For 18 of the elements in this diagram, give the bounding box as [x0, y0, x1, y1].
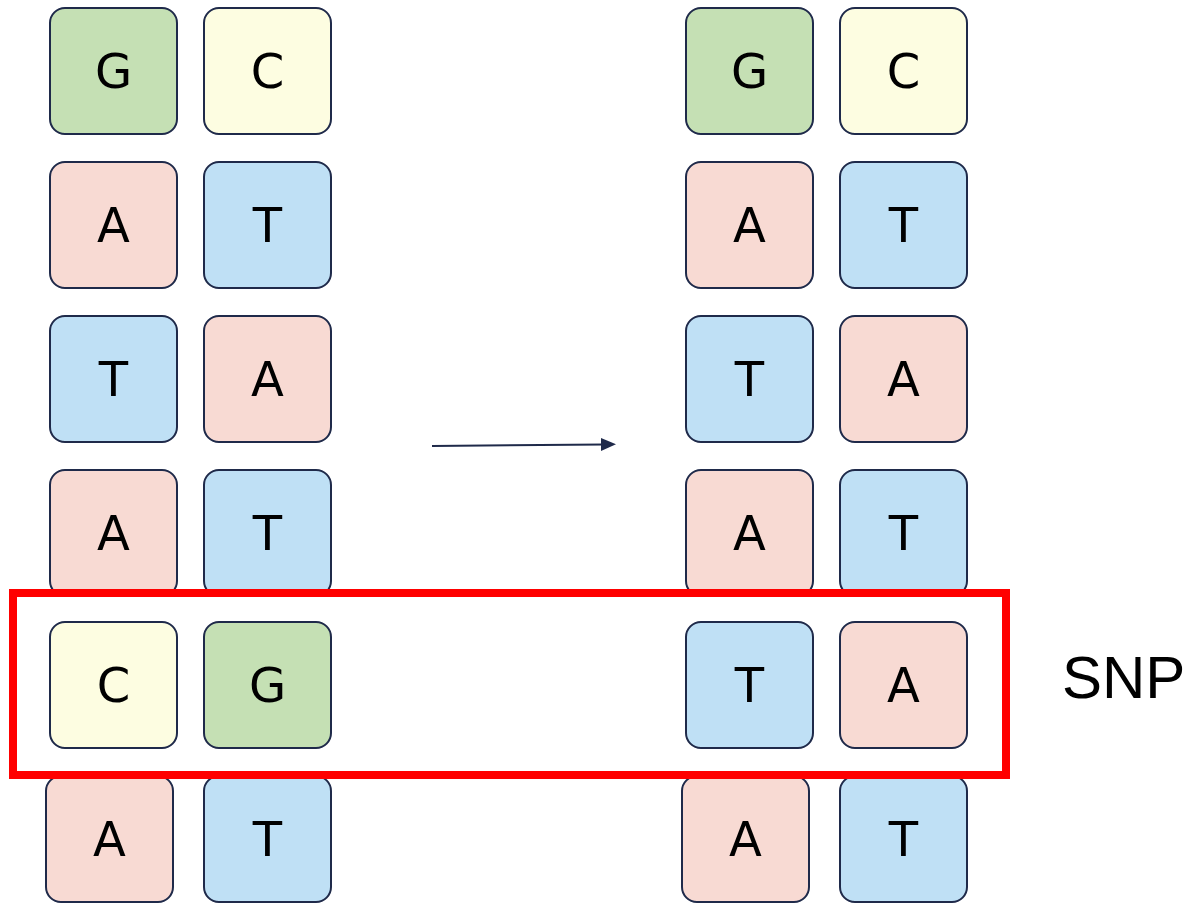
- base-tile: G: [685, 7, 814, 135]
- base-tile: T: [839, 161, 968, 289]
- base-tile: A: [839, 315, 968, 443]
- base-tile: T: [203, 161, 332, 289]
- base-tile: C: [203, 7, 332, 135]
- base-tile: G: [203, 621, 332, 749]
- base-tile: A: [839, 621, 968, 749]
- base-tile: A: [49, 161, 178, 289]
- base-tile: A: [685, 161, 814, 289]
- base-tile: T: [49, 315, 178, 443]
- base-tile: C: [49, 621, 178, 749]
- snp-label: SNP: [1062, 648, 1186, 708]
- base-tile: G: [49, 7, 178, 135]
- highlight-frame: [9, 589, 1010, 779]
- base-tile: C: [839, 7, 968, 135]
- base-tile: A: [203, 315, 332, 443]
- base-tile: T: [685, 621, 814, 749]
- base-tile: T: [685, 315, 814, 443]
